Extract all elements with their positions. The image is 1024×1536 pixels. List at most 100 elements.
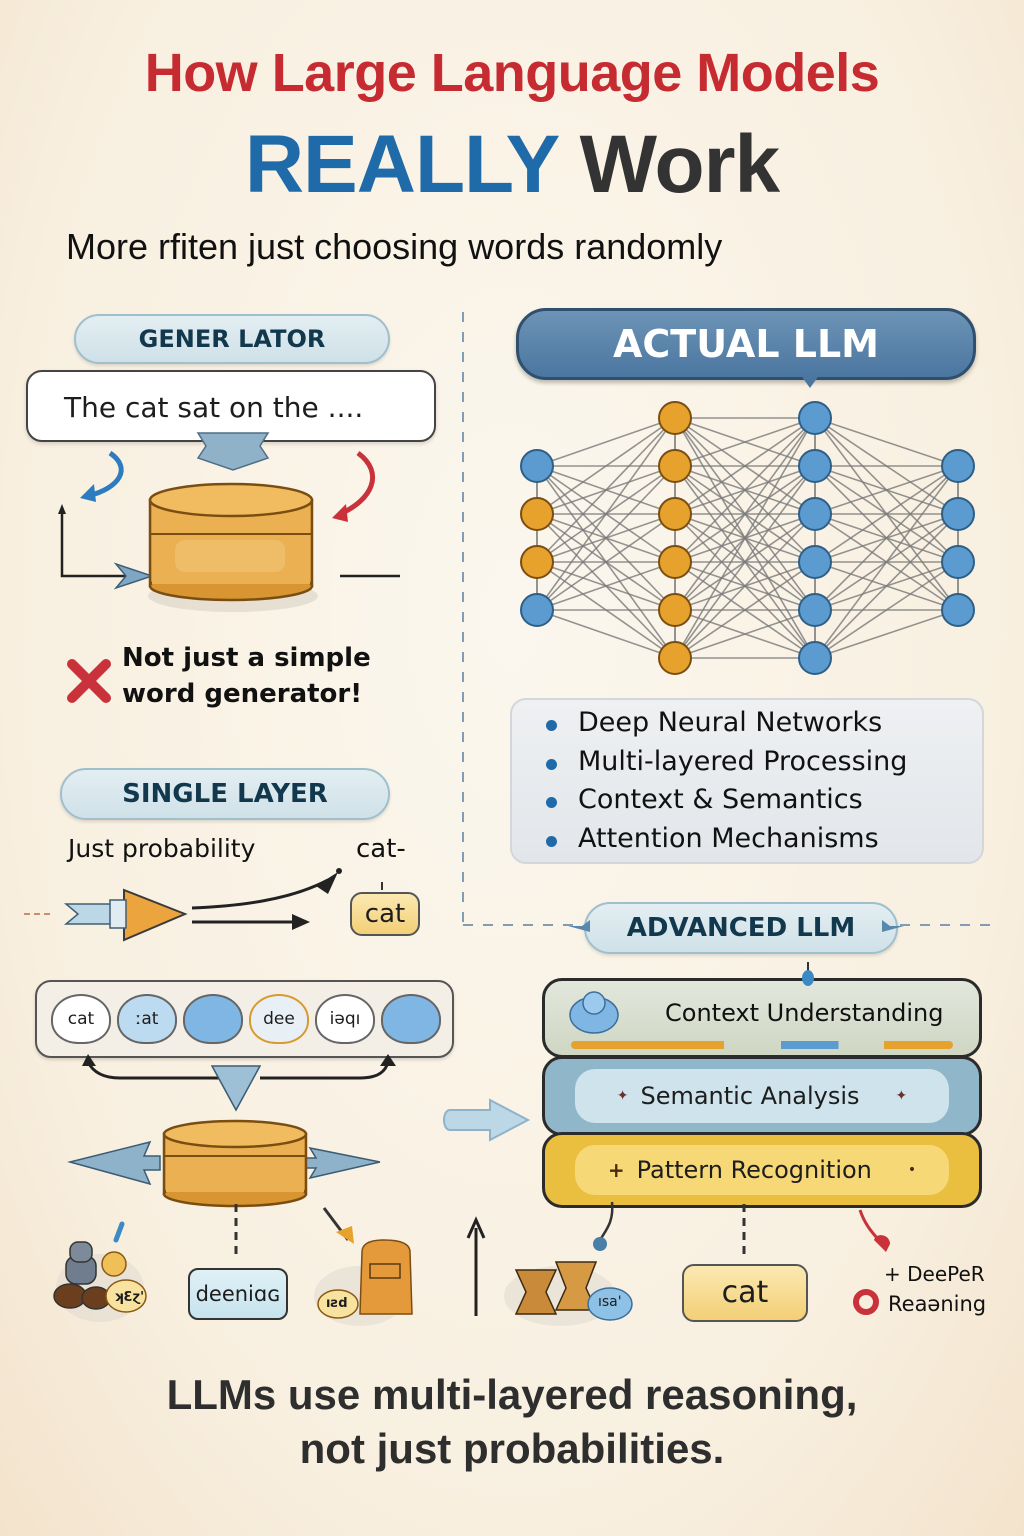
- flow-arrow-icon: [443, 1098, 531, 1142]
- network-edge: [536, 417, 676, 611]
- feature-list: Deep Neural Networks Multi-layered Proce…: [510, 698, 984, 864]
- network-edge: [674, 417, 816, 515]
- network-edge: [814, 513, 959, 659]
- layer-semantic-analysis: ✦ Semantic Analysis ✦: [542, 1056, 982, 1136]
- network-node-orange: [658, 449, 692, 483]
- token-cloud: ːat: [117, 994, 177, 1044]
- generator-label: GENER LATOR: [74, 314, 390, 364]
- bottom-tag: ʞƐɀ': [114, 1290, 145, 1305]
- plus-icon: +: [607, 1158, 625, 1182]
- cloud-brain-icon: [569, 991, 619, 1034]
- network-edge: [536, 609, 676, 659]
- bullet-icon: [546, 835, 557, 847]
- bullet-icon: [546, 797, 557, 808]
- conclusion-text: LLMs use multi-layered reasoning, not ju…: [0, 1368, 1024, 1476]
- input-arrow-line: [60, 510, 144, 578]
- input-arrow-head-icon: [113, 562, 155, 590]
- layer-label: Semantic Analysis: [640, 1082, 860, 1110]
- bottom-tag: ıƨd: [326, 1296, 348, 1311]
- network-edge: [674, 417, 816, 467]
- network-node-orange: [658, 593, 692, 627]
- negation-line-2: word generator!: [122, 679, 363, 709]
- single-layer-diagram: [24, 868, 383, 942]
- database-cylinder-icon: [148, 482, 318, 612]
- actual-llm-label: ACTUAL LLM: [516, 308, 976, 380]
- network-node-orange: [658, 641, 692, 675]
- network-edge: [814, 417, 959, 467]
- title-line-2: REALLY Work: [0, 118, 1024, 212]
- rocket-head-icon: [123, 888, 188, 942]
- network-edge: [814, 465, 959, 515]
- network-node-orange: [658, 401, 692, 435]
- callout-pointer: [800, 374, 820, 388]
- network-edge: [536, 417, 676, 515]
- bottom-row-diagram: [53, 1201, 890, 1326]
- network-edge: [814, 465, 959, 611]
- network-edge: [674, 609, 816, 659]
- network-node-blue: [798, 545, 832, 579]
- single-layer-label: SINGLE LAYER: [60, 768, 390, 820]
- network-edge: [536, 465, 676, 611]
- feature-item: Context & Semantics: [536, 781, 982, 820]
- bullet-icon: [546, 758, 557, 770]
- token-cloud: iəqı: [315, 994, 375, 1044]
- conclusion-line-1: LLMs use multi-layered reasoning,: [166, 1371, 858, 1418]
- network-node-blue: [941, 593, 975, 627]
- context-token-strip: [571, 1041, 953, 1049]
- feature-item: Attention Mechanisms: [536, 820, 982, 859]
- network-node-blue: [520, 449, 554, 483]
- neural-network-diagram: [520, 401, 975, 675]
- left-arrow-icon: [67, 1140, 161, 1186]
- network-edge: [674, 417, 816, 563]
- network-edge: [814, 609, 959, 659]
- prompt-input-box[interactable]: The cat sat on the ....: [26, 370, 436, 442]
- network-node-blue: [941, 545, 975, 579]
- network-node-blue: [798, 497, 832, 531]
- advanced-left-diagram: [67, 1054, 531, 1208]
- network-node-orange: [658, 545, 692, 579]
- token-cloud: cat: [51, 994, 111, 1044]
- network-edge: [536, 417, 676, 563]
- down-funnel-icon: [196, 432, 270, 471]
- red-x-icon: [67, 659, 111, 703]
- network-edge: [814, 465, 959, 563]
- sparkle-icon: ✦: [895, 1088, 908, 1104]
- generator-diagram: [58, 432, 400, 612]
- advanced-llm-label: ADVANCED LLM: [584, 902, 898, 954]
- negation-line-1: Not just a simple: [122, 643, 371, 673]
- layer-label: Pattern Recognition: [636, 1156, 872, 1184]
- network-edge: [814, 561, 959, 659]
- subtitle: More rfiten just choosing words randomly: [66, 226, 723, 267]
- negation-text: Not just a simple word generator!: [122, 640, 371, 712]
- conclusion-line-2: not just probabilities.: [299, 1425, 725, 1472]
- network-edge: [536, 417, 676, 467]
- network-node-blue: [798, 641, 832, 675]
- deeper-line-1: + DeePeR: [884, 1262, 985, 1286]
- network-edge: [536, 561, 676, 611]
- final-output-word: cat: [682, 1264, 808, 1322]
- database-cylinder-icon: [162, 1119, 308, 1208]
- layer-label: Context Understanding: [665, 999, 944, 1027]
- bottom-label-box: deeniɑɢ: [188, 1268, 288, 1320]
- title-rest: Work: [579, 119, 781, 210]
- network-node-orange: [520, 497, 554, 531]
- network-node-blue: [798, 401, 832, 435]
- token-cloud: [381, 994, 441, 1044]
- hourglass-figure-icon: [504, 1261, 633, 1326]
- right-arrow-icon: [299, 1146, 381, 1180]
- feature-item: Multi-layered Processing: [536, 743, 982, 782]
- floating-output-word: cat-: [356, 834, 406, 864]
- token-cloud: dee: [249, 994, 309, 1044]
- bullet-icon: [546, 720, 557, 731]
- red-circle-icon: [853, 1289, 879, 1315]
- token-strip: cat ːat dee iəqı: [35, 980, 454, 1058]
- title-emphasis: REALLY: [244, 119, 559, 210]
- network-edge: [674, 417, 816, 659]
- token-cloud: [183, 994, 243, 1044]
- advanced-connectors: [568, 920, 904, 932]
- robot-figure-icon: [53, 1241, 147, 1322]
- layer-context-understanding: Context Understanding: [542, 978, 982, 1058]
- network-node-orange: [658, 497, 692, 531]
- deeper-line-2: Reaəning: [888, 1292, 987, 1316]
